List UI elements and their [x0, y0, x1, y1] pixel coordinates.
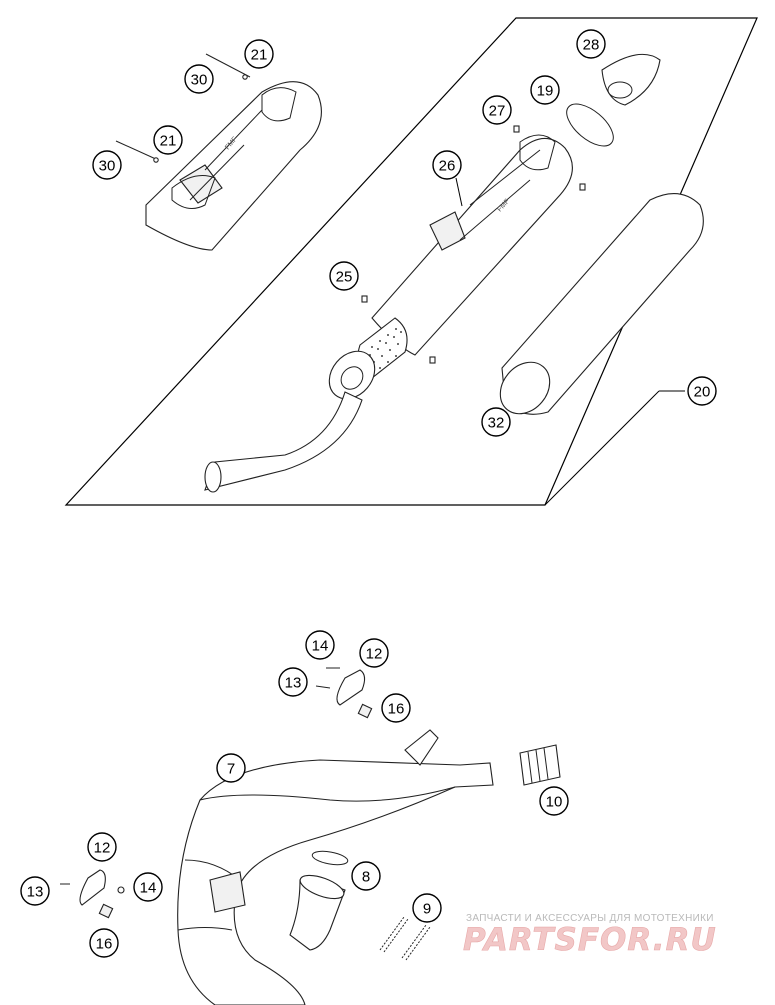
bracket-lower [60, 869, 125, 919]
callout-label: 32 [488, 415, 505, 432]
callout-circle [351, 861, 381, 891]
callout-label: 16 [388, 701, 405, 718]
silencer-inlet-pipe [204, 391, 363, 493]
callout-circle [687, 376, 717, 406]
callout-circle [576, 29, 606, 59]
callout-circle [92, 150, 122, 180]
callout-circle [305, 630, 335, 660]
callout-label: 9 [423, 901, 431, 918]
callout-label: 16 [96, 936, 113, 953]
callout-16: 16 [381, 693, 411, 723]
callout-label: 7 [227, 761, 235, 778]
callout-14: 14 [305, 630, 335, 660]
callout-21: 21 [244, 39, 274, 69]
callout-label: 25 [336, 269, 353, 286]
callout-circle [432, 150, 462, 180]
callout-label: 14 [140, 880, 157, 897]
callout-circle [87, 832, 117, 862]
small-fasteners [361, 125, 586, 364]
o-ring [566, 103, 614, 147]
rubber-sleeve [519, 744, 561, 786]
springs [379, 916, 431, 961]
end-cap [601, 53, 661, 106]
callout-30: 30 [92, 150, 122, 180]
callout-8: 8 [351, 861, 381, 891]
watermark: ЗАПЧАСТИ И АКСЕССУАРЫ ДЛЯ МОТОТЕХНИКИ PA… [463, 913, 717, 958]
callout-13: 13 [20, 876, 50, 906]
callout-circle [184, 64, 214, 94]
callout-label: 30 [99, 158, 116, 175]
callout-layer: 21 30 21 30 28 19 27 26 25 20 32 14 12 13 16 7 10 12 13 14 8… [20, 29, 717, 958]
callout-label: 20 [694, 384, 711, 401]
callout-circle [89, 928, 119, 958]
callout-circle [482, 95, 512, 125]
callout-circle [481, 407, 511, 437]
callout-label: 26 [439, 158, 456, 175]
watermark-brand: PARTSFOR.RU [463, 922, 717, 958]
callout-30: 30 [184, 64, 214, 94]
callout-7: 7 [216, 753, 246, 783]
callout-label: 13 [285, 675, 302, 692]
callout-20: 20 [687, 376, 717, 406]
callout-circle [329, 261, 359, 291]
callout-circle [20, 876, 50, 906]
callout-circle [359, 638, 389, 668]
callout-27: 27 [482, 95, 512, 125]
callout-10: 10 [539, 786, 569, 816]
bracket-upper [315, 667, 373, 719]
gasket [311, 850, 349, 866]
callout-circle [530, 75, 560, 105]
flange-pipe [289, 874, 346, 951]
silencer-outer-sleeve [499, 193, 704, 415]
callout-label: 14 [312, 638, 329, 655]
leader-lines [455, 177, 685, 506]
callout-circle [539, 786, 569, 816]
callout-circle [381, 693, 411, 723]
callout-circle [153, 125, 183, 155]
callout-circle [244, 39, 274, 69]
callout-26: 26 [432, 150, 462, 180]
callout-label: 28 [583, 37, 600, 54]
callout-label: 21 [160, 133, 177, 150]
inlet-end-cap [328, 350, 376, 400]
callout-14: 14 [133, 872, 163, 902]
callout-label: 12 [94, 840, 111, 857]
callout-circle [133, 872, 163, 902]
callout-circle [216, 753, 246, 783]
callout-label: 21 [251, 47, 268, 64]
callout-label: 13 [27, 884, 44, 901]
callout-circle [412, 893, 442, 923]
callout-28: 28 [576, 29, 606, 59]
callout-32: 32 [481, 407, 511, 437]
watermark-tagline: ЗАПЧАСТИ И АКСЕССУАРЫ ДЛЯ МОТОТЕХНИКИ [466, 913, 714, 924]
silencer-mount-detail: FMF [115, 53, 322, 251]
callout-21: 21 [153, 125, 183, 155]
callout-12: 12 [359, 638, 389, 668]
callout-9: 9 [412, 893, 442, 923]
callout-label: 27 [489, 103, 506, 120]
callout-label: 30 [191, 72, 208, 89]
callout-12: 12 [87, 832, 117, 862]
callout-circle [278, 667, 308, 697]
callout-label: 12 [366, 646, 383, 663]
header-pipe [177, 729, 494, 1005]
callout-label: 10 [546, 794, 563, 811]
callout-25: 25 [329, 261, 359, 291]
callout-13: 13 [278, 667, 308, 697]
callout-16: 16 [89, 928, 119, 958]
callout-label: 8 [362, 869, 370, 886]
callout-label: 19 [537, 83, 554, 100]
callout-19: 19 [530, 75, 560, 105]
